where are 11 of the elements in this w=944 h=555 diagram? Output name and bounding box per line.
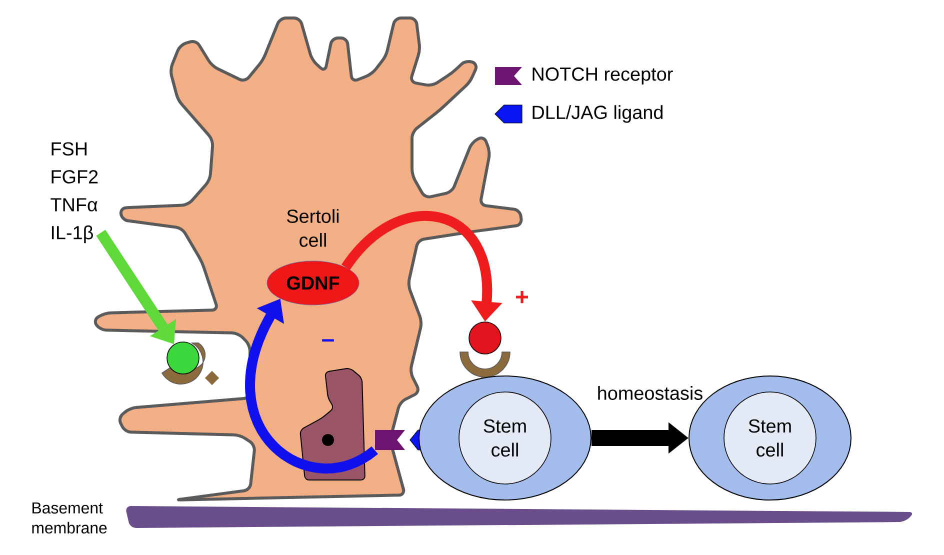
cell-label: Sertoli cell [287, 209, 339, 247]
ligand-circle [166, 342, 200, 374]
edge-label: + [514, 290, 530, 306]
membrane-label: Basement membrane [32, 502, 107, 534]
factor-list: FSH FGF2 TNFα IL-1β [50, 142, 98, 244]
legend-label: DLL/JAG ligand [532, 105, 663, 123]
stem-cell: Stem cell [418, 376, 592, 500]
edge-label: – [320, 338, 336, 348]
legend-label: NOTCH receptor [532, 67, 673, 85]
ligand-circle [468, 322, 502, 354]
notch-receptor [375, 430, 405, 450]
